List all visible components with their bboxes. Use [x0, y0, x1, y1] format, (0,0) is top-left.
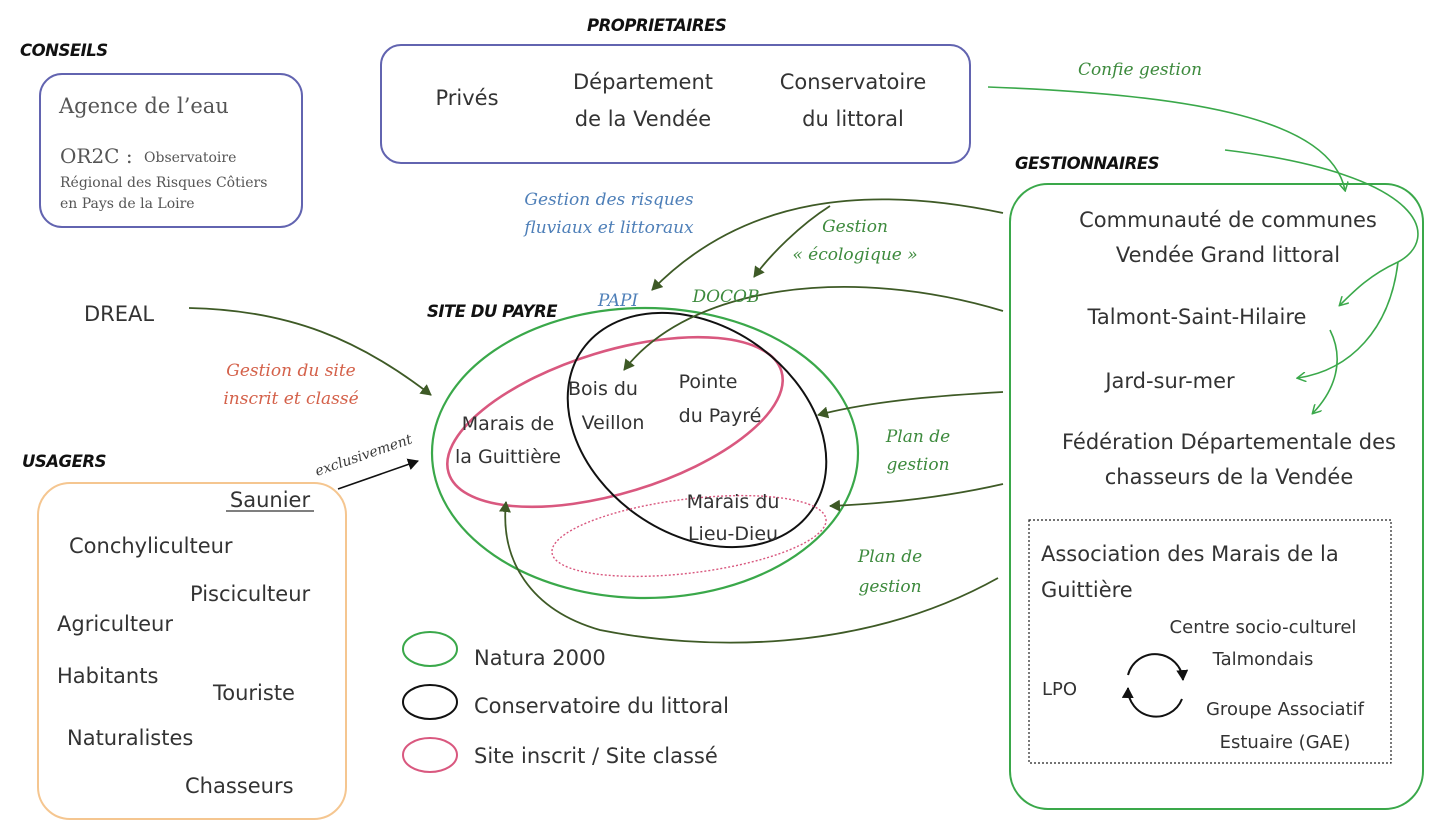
conseils-box: [39, 73, 303, 228]
gestion-risques-line1: Gestion des risques: [524, 190, 693, 210]
dreal-label: DREAL: [84, 302, 154, 326]
plan-gestion-1-line2: gestion: [886, 455, 949, 475]
usager-item-3: Habitants: [57, 664, 158, 688]
association-line2: Guittière: [1041, 578, 1133, 602]
bois-veillon-line2: Veillon: [582, 412, 645, 434]
talmont-label: Talmont-Saint-Hilaire: [1087, 305, 1307, 329]
pointe-payre-line1: Pointe: [679, 371, 738, 393]
confie-gestion-arrow-2: [1224, 149, 1419, 305]
association-line1: Association des Marais de la: [1041, 542, 1339, 566]
plan-gestion-arrow-1: [817, 391, 1004, 419]
cycle-arrows-icon: [1121, 653, 1189, 718]
papi-arrow: [651, 198, 1004, 291]
docob-label: DOCOB: [691, 287, 759, 307]
jard-label: Jard-sur-mer: [1103, 369, 1235, 393]
conseils-title: CONSEILS: [20, 41, 108, 60]
or2c-code: OR2C :: [60, 144, 133, 168]
conservatoire-line2: du littoral: [802, 107, 904, 131]
docob-arrow: [753, 205, 831, 278]
or2c-line3: en Pays de la Loire: [60, 196, 195, 212]
legend-conservatoire-label: Conservatoire du littoral: [474, 694, 729, 718]
legend-conservatoire-swatch: [402, 684, 458, 720]
lieu-dieu-line1: Marais du: [687, 491, 780, 513]
federation-line1: Fédération Départementale des: [1062, 430, 1396, 454]
usagers-box: [37, 482, 347, 820]
exclusivement-arrow: [337, 458, 419, 490]
usager-item-6: Chasseurs: [185, 774, 294, 798]
legend-natura-label: Natura 2000: [474, 646, 606, 670]
cc-line2: Vendée Grand littoral: [1116, 243, 1340, 267]
usagers-title: USAGERS: [22, 452, 106, 471]
confie-gestion-arrow-3: [1298, 261, 1399, 378]
marais-guittiere-line2: la Guittière: [455, 446, 561, 468]
legend: Natura 2000 Conservatoire du littoral Si…: [402, 631, 729, 773]
legend-site-label: Site inscrit / Site classé: [474, 744, 718, 768]
site-title: SITE DU PAYRE: [427, 302, 558, 321]
pointe-payre-line2: du Payré: [679, 405, 762, 427]
usager-item-5: Naturalistes: [67, 726, 193, 750]
or2c-line2: Régional des Risques Côtiers: [60, 175, 267, 191]
federation-line2: chasseurs de la Vendée: [1105, 465, 1354, 489]
cc-line1: Communauté de communes: [1079, 208, 1377, 232]
plan-gestion-2-line2: gestion: [858, 577, 921, 597]
centre-line1: Centre socio-culturel: [1170, 617, 1357, 638]
proprietaires-title: PROPRIETAIRES: [587, 16, 726, 35]
lieu-dieu-ellipse: [551, 494, 827, 578]
confie-gestion-label: Confie gestion: [1078, 60, 1202, 80]
gae-line2: Estuaire (GAE): [1220, 732, 1351, 753]
plan-gestion-arrow-3: [499, 501, 999, 644]
gestionnaires-box: [1009, 183, 1424, 810]
saunier-label: Saunier: [230, 488, 311, 512]
centre-line2: Talmondais: [1212, 649, 1314, 670]
legend-natura-swatch: [402, 631, 458, 667]
usager-item-2: Agriculteur: [57, 612, 173, 636]
conservatoire-arrow: [623, 286, 1004, 371]
papi-label: PAPI: [597, 291, 639, 311]
prives-label: Privés: [435, 86, 498, 110]
departement-line1: Département: [573, 70, 713, 94]
association-box: [1028, 519, 1392, 764]
gestion-risques-line2: fluviaux et littoraux: [522, 218, 694, 238]
plan-gestion-2-line1: Plan de: [857, 547, 922, 567]
plan-gestion-1-line1: Plan de: [885, 427, 950, 447]
exclusivement-label: exclusivement: [313, 431, 415, 479]
departement-line2: de la Vendée: [575, 107, 711, 131]
confie-gestion-arrow-1: [987, 86, 1345, 190]
gestionnaires-title: GESTIONNAIRES: [1015, 154, 1159, 173]
conservatoire-line1: Conservatoire: [780, 70, 927, 94]
bois-veillon-line1: Bois du: [568, 378, 638, 400]
marais-guittiere-line1: Marais de: [462, 413, 554, 435]
usager-item-4: Touriste: [212, 681, 295, 705]
agence-eau-label: Agence de l’eau: [58, 94, 229, 118]
or2c-line1: Observatoire: [144, 150, 236, 166]
gestion-eco-line2: « écologique »: [792, 245, 917, 265]
site-inscrit-ellipse: [446, 335, 784, 509]
gae-line1: Groupe Associatif: [1206, 699, 1365, 720]
usager-item-1: Pisciculteur: [190, 582, 311, 606]
natura-2000-ellipse: [430, 306, 860, 600]
dreal-arrow: [188, 307, 432, 396]
gestion-site-line2: inscrit et classé: [223, 389, 358, 409]
plan-gestion-arrow-2: [829, 483, 1004, 512]
legend-site-swatch: [402, 737, 458, 773]
proprietaires-box: [380, 44, 971, 164]
gestion-eco-line1: Gestion: [822, 217, 888, 237]
conservatoire-ellipse: [566, 311, 828, 549]
gestion-site-line1: Gestion du site: [226, 361, 356, 381]
lpo-label: LPO: [1042, 679, 1077, 700]
confie-gestion-arrow-4: [1313, 329, 1338, 413]
usager-item-0: Conchyliculteur: [69, 534, 233, 558]
lieu-dieu-line2: Lieu-Dieu: [688, 523, 778, 545]
